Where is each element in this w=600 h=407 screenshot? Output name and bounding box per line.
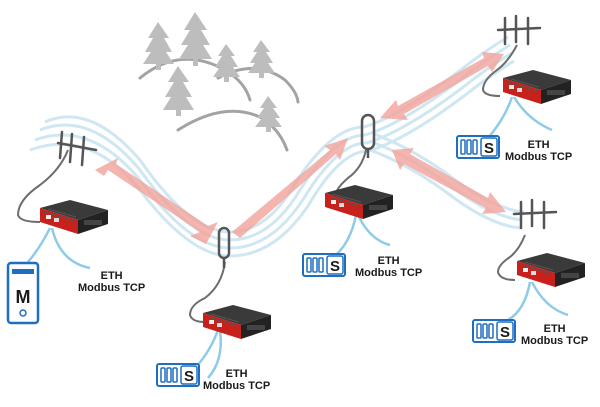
arrow-bottom-to-center xyxy=(232,138,348,238)
slave-letter: S xyxy=(484,140,494,157)
tree-icon xyxy=(248,40,275,78)
modbus-slave-device-icon: S xyxy=(156,363,200,387)
arrow-master-to-bottom xyxy=(95,158,218,244)
modbus-slave-device-icon: S xyxy=(472,319,516,343)
slave-letter: S xyxy=(330,258,340,275)
tree-icon xyxy=(163,66,194,116)
yagi-antenna-icon xyxy=(56,130,98,167)
protocol-label: Modbus TCP xyxy=(521,335,589,347)
eth-label: ETH xyxy=(527,139,550,151)
arrow-center-to-bottomright xyxy=(392,148,506,214)
node-label-slave-bottom: ETH Modbus TCP xyxy=(203,368,270,392)
radio-modem-icon xyxy=(203,305,271,339)
protocol-label: Modbus TCP xyxy=(505,151,573,163)
ethernet-cables xyxy=(27,96,569,379)
radio-modems xyxy=(40,70,585,339)
modbus-slaves: S S S S xyxy=(156,135,516,387)
modbus-master-computer-icon: M xyxy=(6,261,40,325)
node-label-slave-bottom-right: ETH Modbus TCP xyxy=(521,323,588,347)
node-label-master: ETH Modbus TCP xyxy=(78,270,145,294)
slave-letter: S xyxy=(184,368,194,385)
omni-antenna-icon xyxy=(217,226,231,268)
node-label-slave-top-right: ETH Modbus TCP xyxy=(505,139,572,163)
modbus-slave-device-icon: S xyxy=(456,135,500,159)
master-letter: M xyxy=(16,287,31,307)
eth-label: ETH xyxy=(377,255,400,267)
yagi-antenna-icon xyxy=(496,14,542,46)
radio-modem-icon xyxy=(325,185,393,219)
landscape xyxy=(138,12,300,152)
hill-right xyxy=(216,67,300,104)
protocol-label: Modbus TCP xyxy=(203,380,271,392)
radio-modem-icon xyxy=(517,253,585,287)
yagi-antenna-icon xyxy=(512,198,558,230)
eth-label: ETH xyxy=(100,270,123,282)
tree-icon xyxy=(213,44,240,82)
tree-icon xyxy=(143,22,174,70)
omni-antenna-icon xyxy=(360,113,376,158)
radio-modem-icon xyxy=(40,200,108,234)
modbus-slave-device-icon: S xyxy=(302,253,346,277)
eth-label: ETH xyxy=(543,323,566,335)
radio-modem-icon xyxy=(503,70,571,104)
eth-label: ETH xyxy=(225,368,248,380)
transmission-arrows xyxy=(95,52,506,244)
tree-icon xyxy=(255,96,282,132)
protocol-label: Modbus TCP xyxy=(355,267,423,279)
protocol-label: Modbus TCP xyxy=(78,282,146,294)
tree-icon xyxy=(179,12,212,66)
node-label-slave-center: ETH Modbus TCP xyxy=(355,255,422,279)
arrow-center-to-topright xyxy=(380,52,504,120)
slave-letter: S xyxy=(500,324,510,341)
